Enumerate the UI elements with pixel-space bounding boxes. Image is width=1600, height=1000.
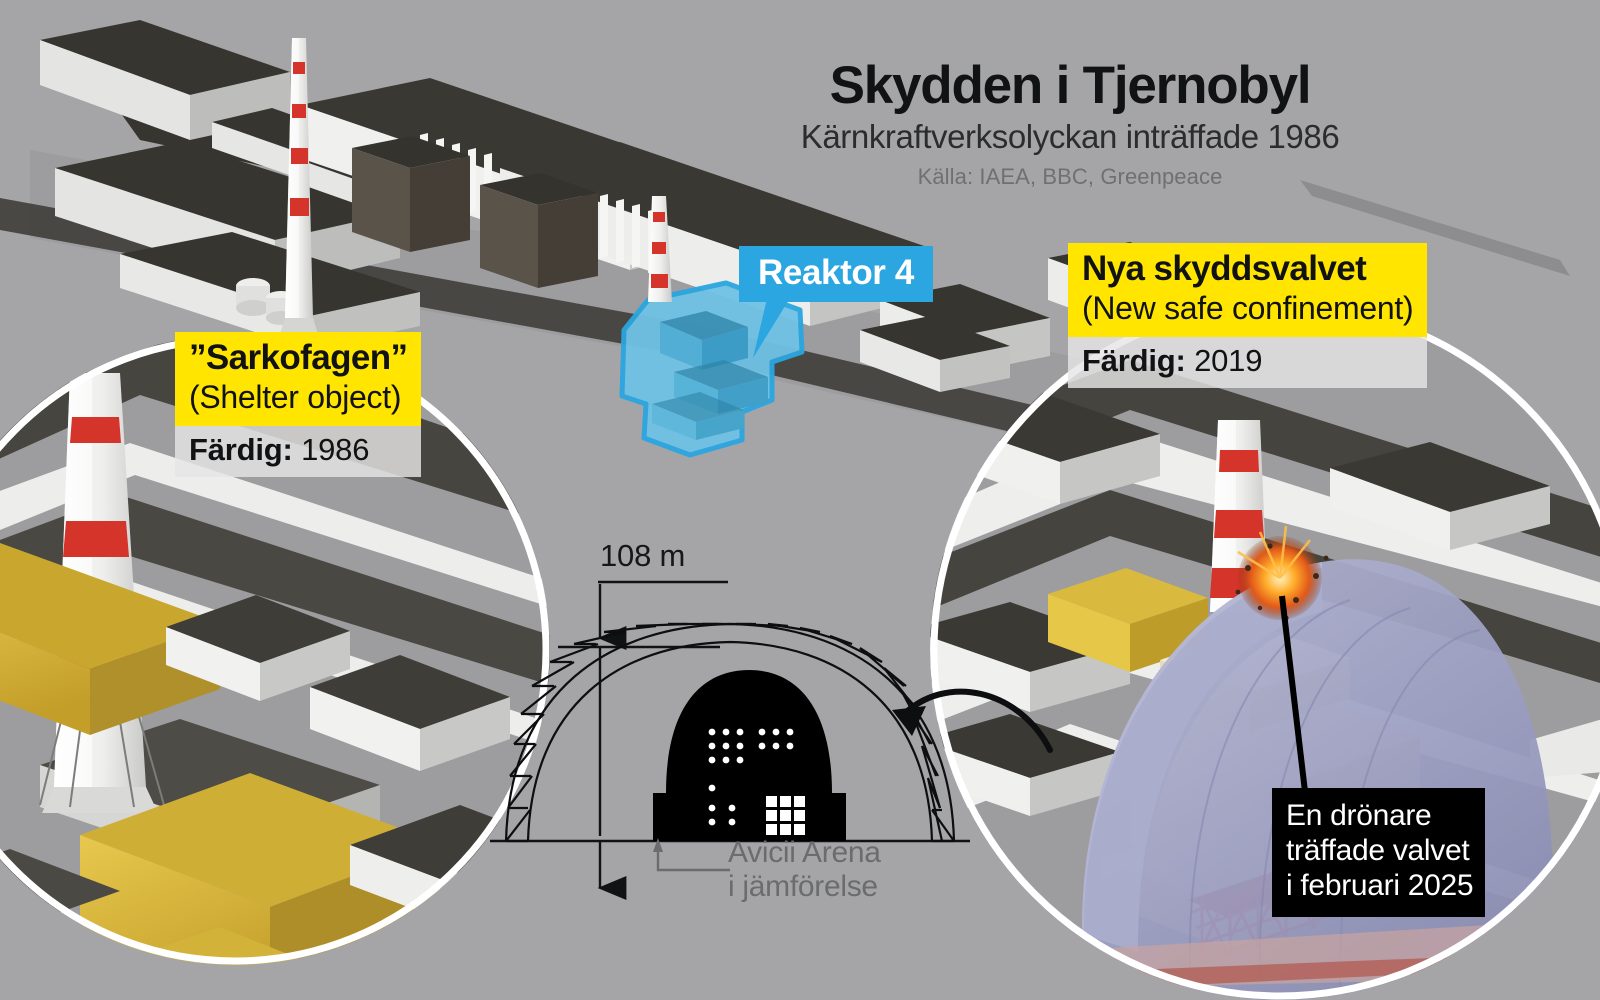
plant-reactor-halls: [352, 136, 598, 288]
confinement-name: Nya skyddsvalvet: [1082, 249, 1367, 288]
source-credit: Källa: IAEA, BBC, Greenpeace: [917, 164, 1223, 190]
arena-leader-line: [653, 838, 730, 872]
sarcophagus-completed-label: Färdig:: [189, 432, 293, 468]
confinement-completed-value: 2019: [1194, 343, 1263, 379]
chimney-icon: [280, 38, 318, 334]
arch-height-label: 108 m: [600, 538, 686, 573]
reactor-4-callout-tail: [753, 290, 795, 358]
arena-comparison-line-1: Avicii Arena: [728, 836, 881, 869]
arch-truss: [504, 622, 956, 843]
reactor-4-highlight[interactable]: [619, 280, 805, 458]
chimney-icon-reactor4: [648, 196, 672, 302]
scale-comparison-diagram: [490, 580, 970, 900]
sarcophagus-completed-row: Färdig: 1986: [175, 426, 422, 478]
sarcophagus-completed-value: 1986: [301, 432, 370, 468]
confinement-callout-yellow: Nya skyddsvalvet (New safe confinement): [1068, 243, 1428, 338]
sarcophagus-name: ”Sarkofagen”: [189, 338, 408, 377]
plant-building-cluster-bottom: [860, 316, 1010, 392]
drone-line-1: En drönare: [1286, 799, 1432, 832]
sarcophagus-callout-yellow: ”Sarkofagen” (Shelter object): [175, 332, 422, 427]
arena-comparison-line-2: i jämförelse: [728, 869, 878, 903]
reactor-4-label: Reaktor 4: [758, 253, 914, 292]
drone-line-2: träffade valvet: [1286, 834, 1470, 868]
sarcophagus-callout[interactable]: ”Sarkofagen” (Shelter object) Färdig: 19…: [175, 332, 422, 478]
header: Skydden i Tjernobyl Kärnkraftverksolycka…: [600, 58, 1540, 190]
confinement-completed-label: Färdig:: [1082, 343, 1186, 379]
explosion-icon: [1235, 525, 1329, 621]
arrow-icon-to-arch: [892, 688, 1053, 753]
avicii-arena-silhouette: [653, 670, 846, 841]
drone-annotation[interactable]: En drönare träffade valvet i februari 20…: [1272, 788, 1486, 918]
page-subtitle: Kärnkraftverksolyckan inträffade 1986: [800, 118, 1340, 156]
confinement-english: (New safe confinement): [1082, 289, 1414, 326]
confinement-completed-row: Färdig: 2019: [1068, 337, 1428, 389]
drone-leader-line: [1279, 595, 1309, 801]
reactor-4-callout[interactable]: Reaktor 4: [739, 246, 933, 302]
drone-line-3: i februari 2025: [1286, 869, 1474, 903]
confinement-callout[interactable]: Nya skyddsvalvet (New safe confinement) …: [1068, 243, 1428, 389]
page-title: Skydden i Tjernobyl: [829, 56, 1312, 115]
sarcophagus-english: (Shelter object): [189, 378, 402, 415]
arena-comparison-label: Avicii Arena i jämförelse: [728, 836, 881, 903]
